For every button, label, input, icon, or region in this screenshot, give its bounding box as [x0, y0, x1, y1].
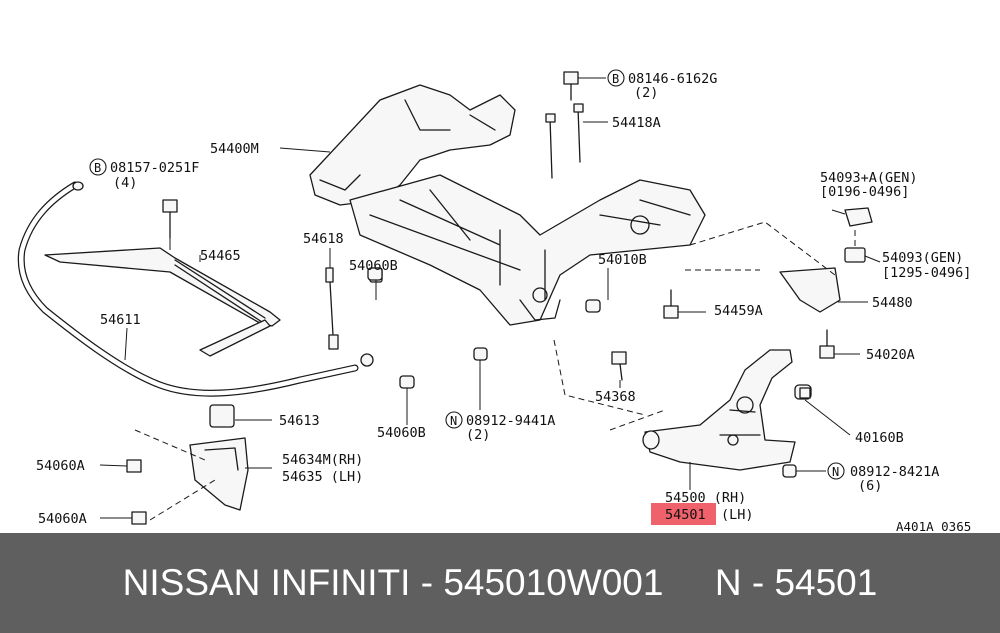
stabilizer-bar	[17, 181, 374, 397]
label-08912-8421a: 08912-8421A	[850, 464, 939, 480]
label-54400m: 54400M	[210, 141, 259, 157]
label-54635-lh: 54635 (LH)	[282, 469, 363, 485]
label-54093a-range: [0196-0496]	[820, 184, 909, 200]
marker-b-2: B	[94, 161, 101, 175]
label-54368: 54368	[595, 389, 636, 405]
label-54459a: 54459A	[714, 303, 763, 319]
label-54613: 54613	[279, 413, 320, 429]
label-54093a-gen: 54093+A(GEN)	[820, 170, 918, 186]
label-54418a: 54418A	[612, 115, 661, 131]
diagram-code: A401A 0365	[896, 519, 971, 533]
parts-diagram: B B N N 08146-6162G (2) 54400M 54418A 08…	[17, 69, 971, 533]
part-labels: 08146-6162G (2) 54400M 54418A 08157-0251…	[36, 71, 971, 533]
label-54010b: 54010B	[598, 252, 647, 268]
bushing-and-clamp	[134, 404, 249, 521]
marker-n-1: N	[450, 414, 457, 428]
label-54465: 54465	[200, 248, 241, 264]
label-54611: 54611	[100, 312, 141, 328]
label-54060a-upper: 54060A	[36, 458, 85, 474]
label-54480: 54480	[872, 295, 913, 311]
label-54093-range: [1295-0496]	[882, 265, 971, 281]
banner-text: NISSAN INFINITI - 545010W001 N - 54501	[122, 562, 878, 603]
tension-rod	[44, 247, 281, 357]
label-08157-0251f: 08157-0251F	[110, 160, 199, 176]
label-40160b: 40160B	[855, 430, 904, 446]
label-08157-qty: (4)	[113, 175, 137, 191]
label-54020a: 54020A	[866, 347, 915, 363]
label-54500-rh: 54500 (RH)	[665, 490, 746, 506]
label-54618: 54618	[303, 231, 344, 247]
label-08146-6162g: 08146-6162G	[628, 71, 717, 87]
circled-markers: B B N N	[89, 69, 845, 480]
label-08912-8421a-qty: (6)	[858, 478, 882, 494]
part-highlight	[651, 503, 716, 525]
label-54501-side: (LH)	[721, 507, 754, 523]
label-54060b-upper: 54060B	[349, 258, 398, 274]
label-54060a-lower: 54060A	[38, 511, 87, 527]
part-number-banner: NISSAN INFINITI - 545010W001 N - 54501	[0, 533, 1000, 633]
marker-n-2: N	[832, 465, 839, 479]
label-08146-qty: (2)	[634, 85, 658, 101]
crossmember	[309, 84, 706, 326]
lower-link	[642, 349, 812, 471]
label-08912-9441a-qty: (2)	[466, 427, 490, 443]
fasteners	[126, 71, 873, 525]
label-54060b-lower: 54060B	[377, 425, 426, 441]
assembly-lines	[553, 221, 856, 431]
label-54501: 54501	[665, 507, 706, 523]
label-54093-gen: 54093(GEN)	[882, 250, 963, 266]
leader-lines	[99, 77, 881, 519]
marker-b-1: B	[612, 72, 619, 86]
label-54634m-rh: 54634M(RH)	[282, 452, 363, 468]
label-08912-9441a: 08912-9441A	[466, 413, 555, 429]
